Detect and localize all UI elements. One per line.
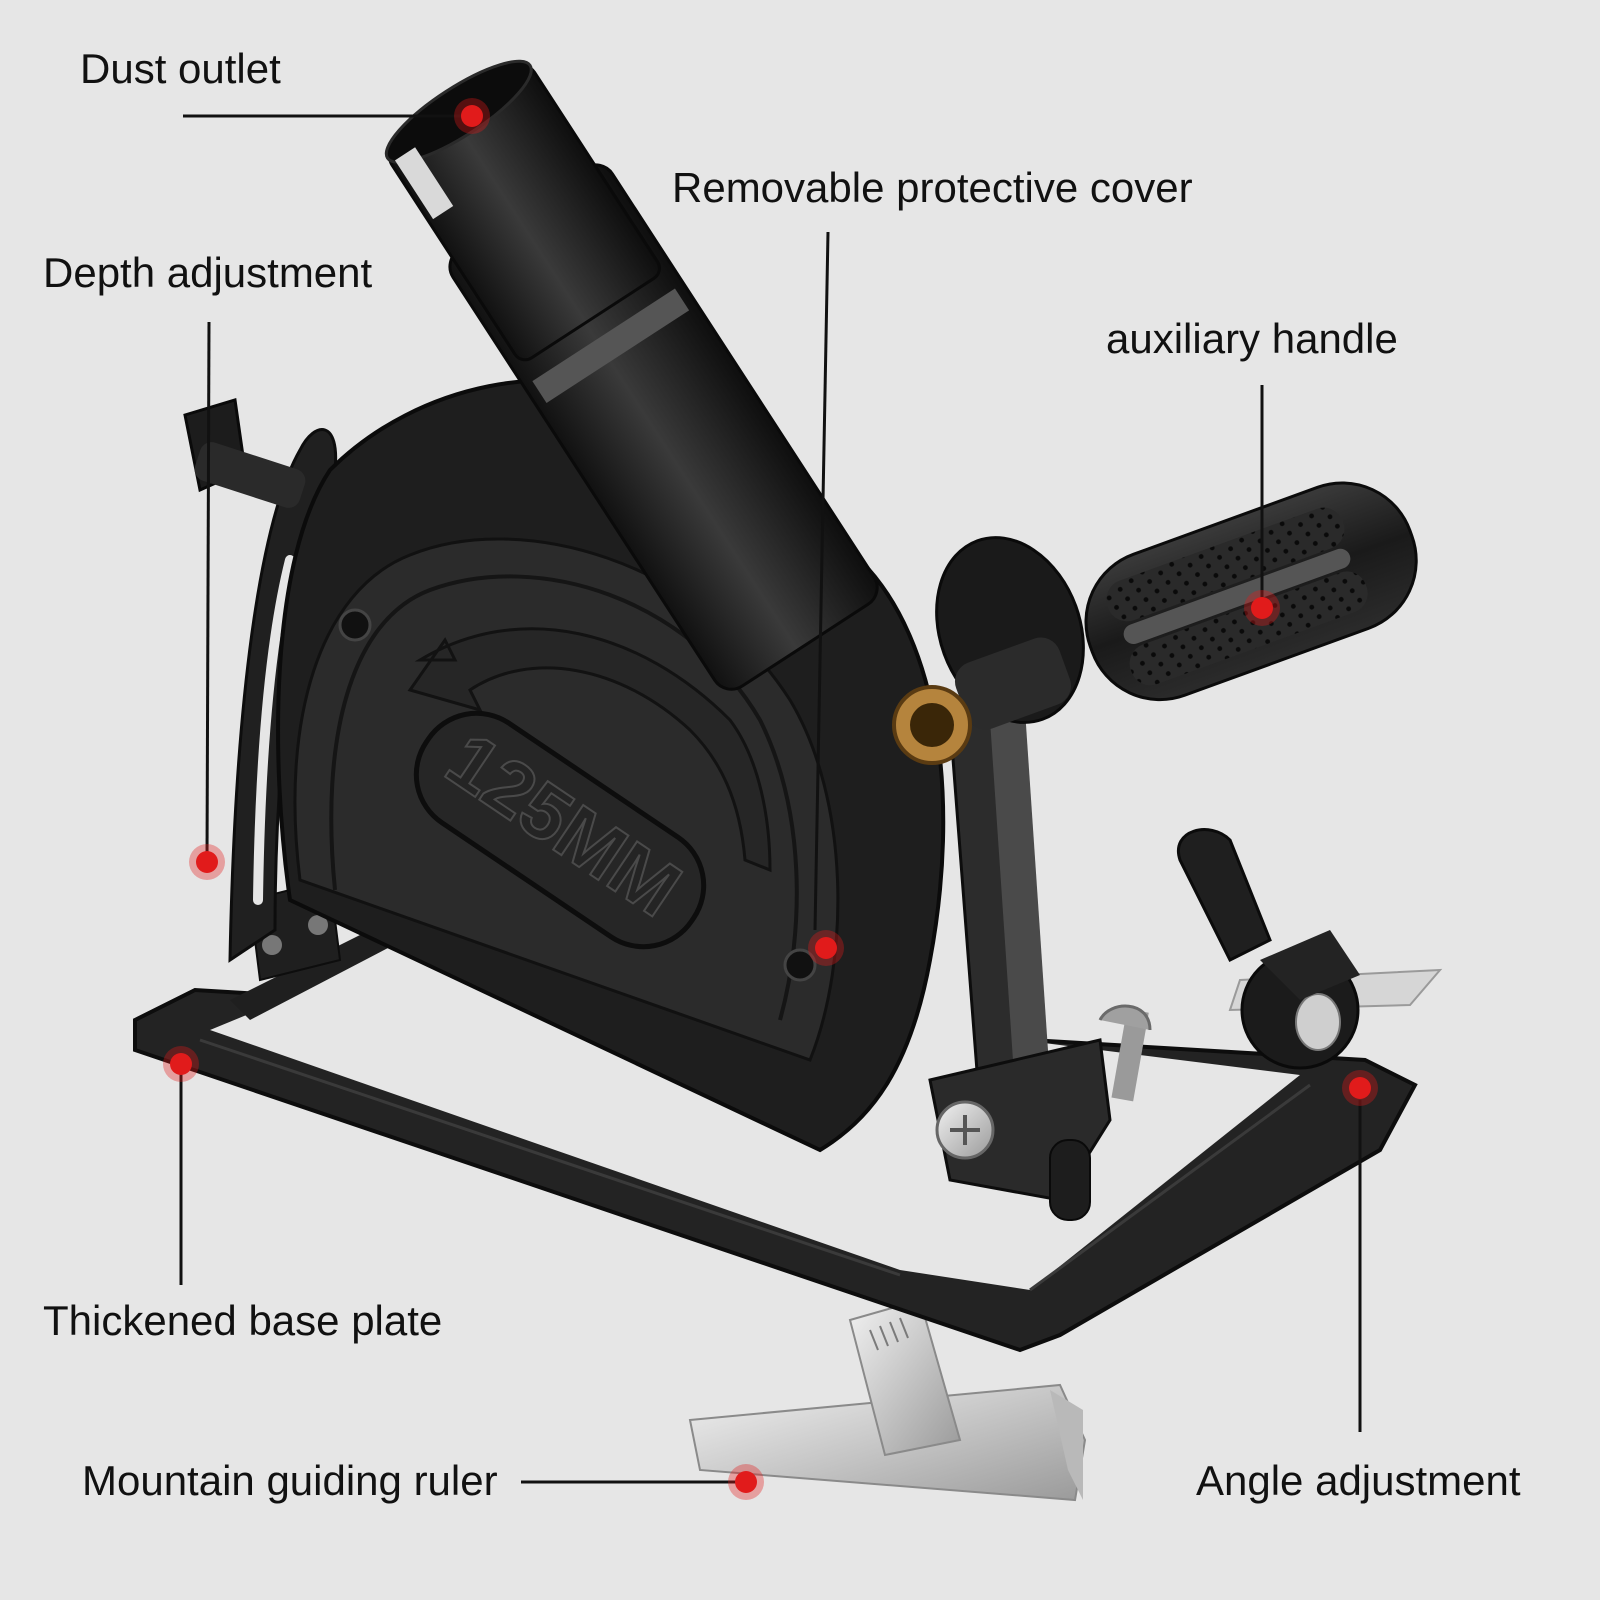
- marker-angle-adjustment: [1349, 1077, 1371, 1099]
- label-base-plate: Thickened base plate: [43, 1297, 443, 1344]
- angle-adjustment-knob[interactable]: [1176, 828, 1360, 1070]
- marker-dust-outlet: [461, 105, 483, 127]
- marker-auxiliary-handle: [1251, 597, 1273, 619]
- auxiliary-handle[interactable]: [892, 463, 1437, 765]
- marker-protective-cover: [815, 937, 837, 959]
- support-arm[interactable]: [928, 697, 1152, 1221]
- label-removable-cover: Removable protective cover: [672, 164, 1193, 211]
- marker-base-plate: [170, 1053, 192, 1075]
- marker-depth-adjustment: [196, 851, 218, 873]
- label-depth-adjustment: Depth adjustment: [43, 249, 373, 296]
- label-guiding-ruler: Mountain guiding ruler: [82, 1457, 498, 1504]
- label-angle-adjustment: Angle adjustment: [1196, 1457, 1521, 1504]
- marker-guiding-ruler: [735, 1471, 757, 1493]
- dust-outlet-tube[interactable]: [366, 40, 885, 697]
- guiding-ruler[interactable]: [688, 968, 1443, 1502]
- leader-lines: [179, 114, 1362, 1484]
- callout-markers: [163, 98, 1378, 1500]
- label-dust-outlet: Dust outlet: [80, 45, 281, 92]
- label-auxiliary-handle: auxiliary handle: [1106, 315, 1398, 362]
- rotation-arrow-icon: [407, 627, 772, 873]
